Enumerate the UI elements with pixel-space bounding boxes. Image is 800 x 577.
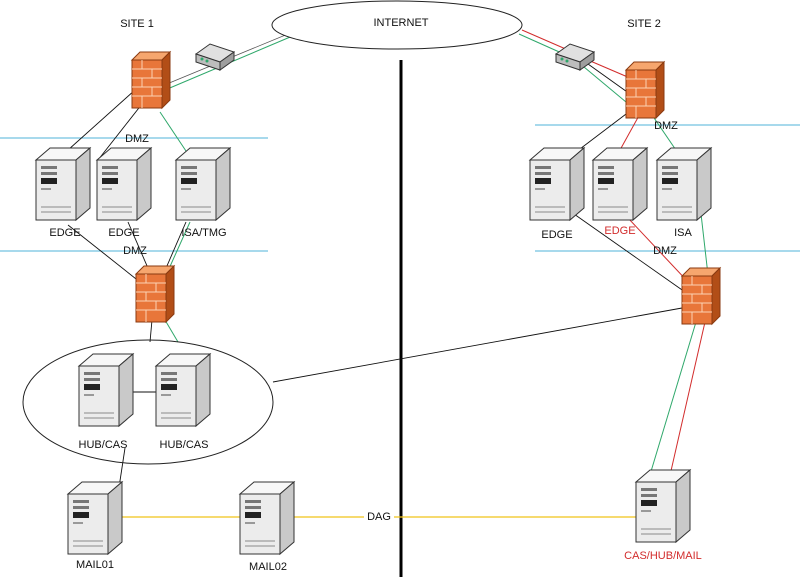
dmz-label-site2-bottom: DMZ [653,245,677,257]
dmz-label-site2-top: DMZ [654,120,678,132]
mail01-label: MAIL01 [76,559,114,571]
edge1-site2-server-icon [529,147,585,221]
edge1-site2-label: EDGE [541,229,572,241]
isa-tmg-label: ISA/TMG [181,227,226,239]
hub-cas1-label: HUB/CAS [79,439,128,451]
edge1-site1-label: EDGE [49,227,80,239]
mail02-label: MAIL02 [249,561,287,573]
dag-label-bg [364,509,394,523]
firewall-site2-top-icon [625,61,665,119]
isa-tmg-server-icon [175,147,231,221]
mail01-server-icon [67,481,123,555]
router-site2-icon [555,43,595,71]
site2-links [272,29,709,489]
cas-hub-mail-server-icon [635,469,691,543]
firewall-site2-mid-icon [681,267,721,325]
edge2-site2-label: EDGE [604,225,635,237]
firewall-site1-mid-icon [135,265,175,323]
hub-cas-group [22,339,274,465]
isa-site2-server-icon [656,147,712,221]
edge2-site2-server-icon [592,147,648,221]
dag-label: DAG [367,511,391,523]
mail02-server-icon [239,481,295,555]
cas-hub-mail-label: CAS/HUB/MAIL [624,550,702,562]
firewall-site1-top-icon [131,51,171,109]
hub-cas2-label: HUB/CAS [160,439,209,451]
site1-label: SITE 1 [120,18,154,30]
edge2-site1-label: EDGE [108,227,139,239]
isa-site2-label: ISA [674,227,692,239]
edge2-site1-server-icon [96,147,152,221]
hub-cas1-server-icon [78,353,134,427]
site2-label: SITE 2 [627,18,661,30]
internet-label: INTERNET [374,17,429,29]
router-site1-icon [195,43,235,71]
dmz-label-site1-top: DMZ [125,133,149,145]
hub-cas2-server-icon [155,353,211,427]
internet-cloud [271,0,523,50]
edge1-site1-server-icon [35,147,91,221]
dmz-label-site1-bottom: DMZ [123,245,147,257]
